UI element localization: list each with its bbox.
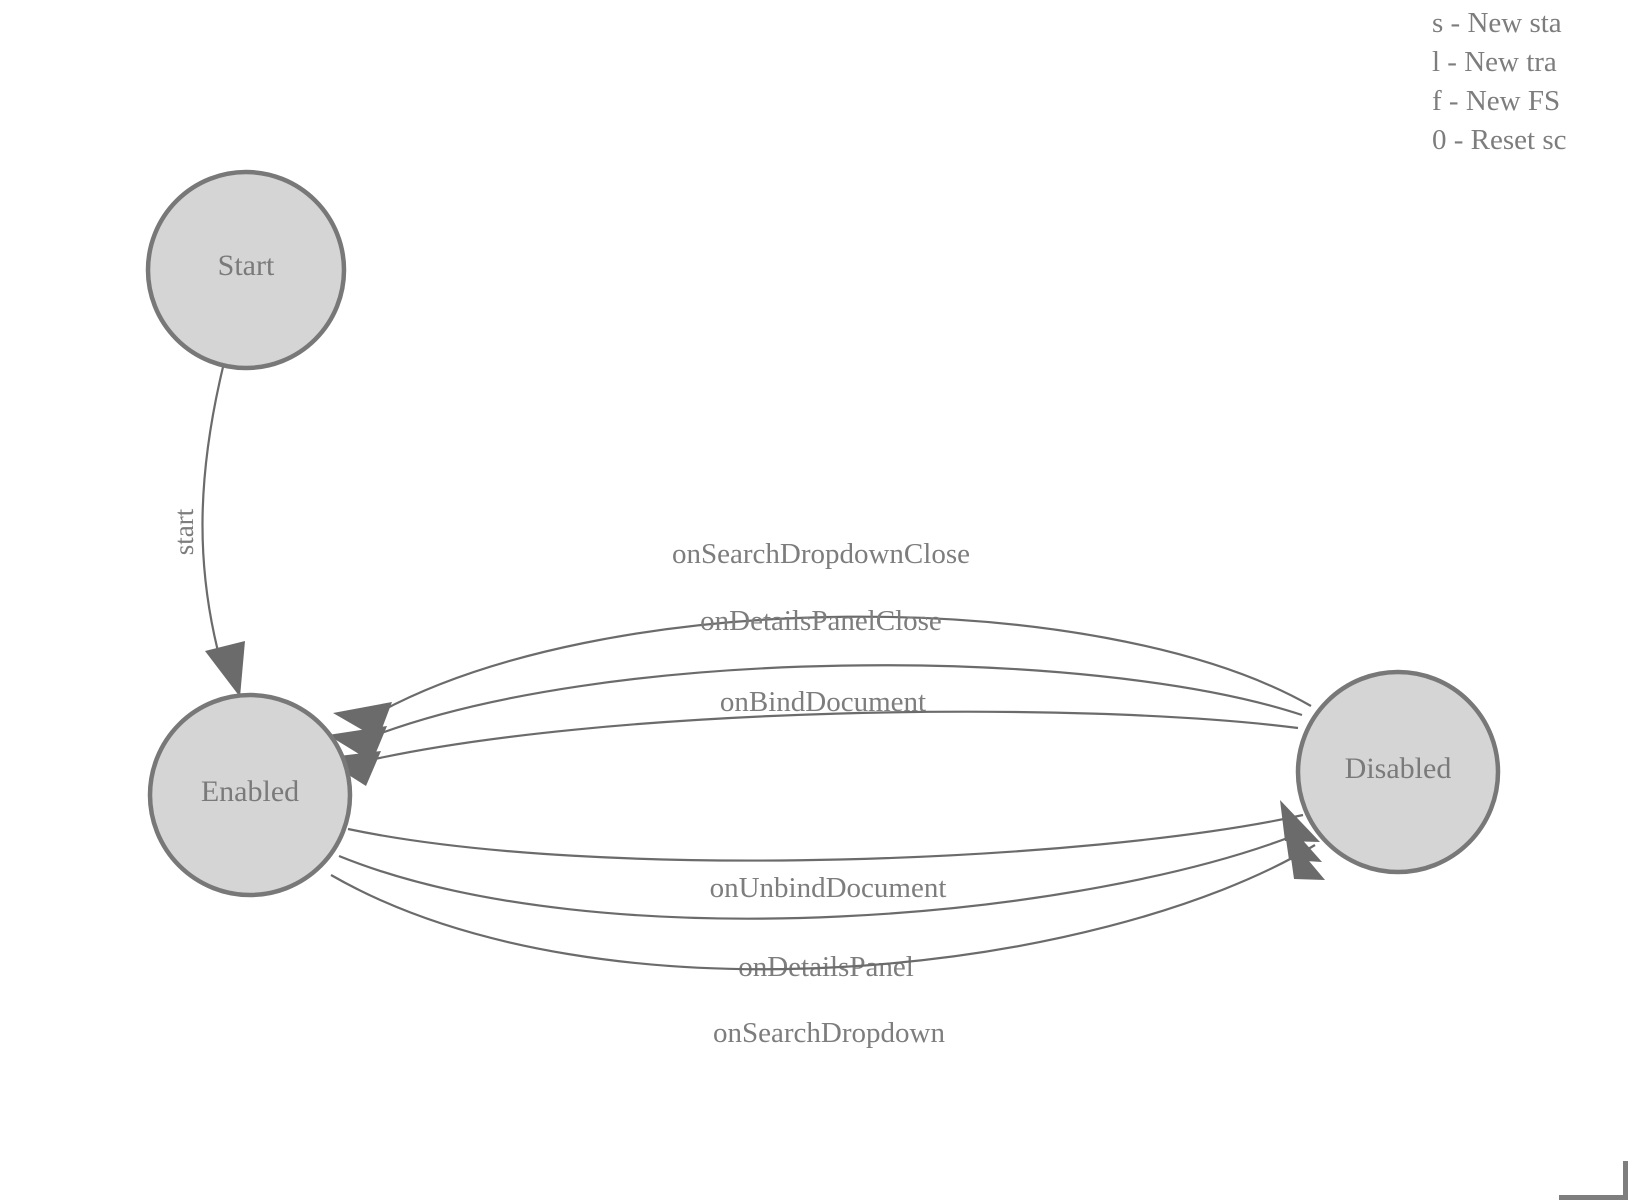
state-node-disabled-label: Disabled — [1345, 752, 1452, 785]
resize-handle-icon[interactable] — [1559, 1161, 1628, 1200]
edge-arrowhead-start — [205, 641, 245, 697]
state-node-disabled-circle[interactable] — [1295, 669, 1501, 875]
edge-label-onsearchdropdown: onSearchDropdown — [713, 1017, 945, 1049]
edge-onbinddocument[interactable]: onBindDocument — [322, 686, 1299, 786]
state-node-start-circle[interactable] — [145, 169, 347, 371]
state-node-disabled[interactable]: Disabled — [1295, 669, 1501, 875]
edge-ondetailspanelclose[interactable]: onDetailsPanelClose — [328, 605, 1303, 762]
edge-label-onbinddocument: onBindDocument — [720, 686, 926, 718]
help-line-new-fsm: f - New FS — [1432, 85, 1561, 117]
edge-arrowhead-onsearchdropdown — [1288, 836, 1325, 880]
edge-label-onsearchdropdownclose: onSearchDropdownClose — [672, 538, 970, 570]
edge-label-onunbinddocument: onUnbindDocument — [710, 872, 947, 904]
edge-onsearchdropdown[interactable]: onSearchDropdown — [330, 836, 1325, 1049]
edge-path-ondetailspanel[interactable] — [338, 828, 1309, 920]
edge-path-onbinddocument[interactable] — [356, 710, 1299, 765]
state-node-start[interactable]: Start — [145, 169, 347, 371]
edge-path-onunbinddocument[interactable] — [347, 813, 1304, 862]
edge-path-start[interactable] — [201, 366, 225, 664]
help-line-reset: 0 - Reset sc — [1432, 124, 1567, 156]
edge-path-onsearchdropdownclose[interactable] — [368, 615, 1312, 719]
help-line-new-transition: l - New tra — [1432, 46, 1557, 78]
edge-ondetailspanel[interactable]: onDetailsPanel — [338, 818, 1322, 983]
state-node-enabled[interactable]: Enabled — [147, 692, 353, 898]
edge-label-ondetailspanelclose: onDetailsPanelClose — [700, 605, 942, 637]
state-node-enabled-circle[interactable] — [147, 692, 353, 898]
state-node-start-label: Start — [218, 249, 275, 282]
edge-path-onsearchdropdown[interactable] — [330, 844, 1316, 971]
keyboard-help-panel: s - New sta l - New tra f - New FS 0 - R… — [1432, 0, 1632, 160]
edge-label-start: start — [169, 508, 199, 555]
state-node-enabled-label: Enabled — [201, 775, 299, 808]
edge-onunbinddocument[interactable]: onUnbindDocument — [347, 800, 1320, 904]
help-line-new-state: s - New sta — [1432, 7, 1562, 39]
edge-start-to-enabled[interactable]: start — [169, 366, 245, 697]
edge-path-ondetailspanelclose[interactable] — [362, 664, 1303, 742]
